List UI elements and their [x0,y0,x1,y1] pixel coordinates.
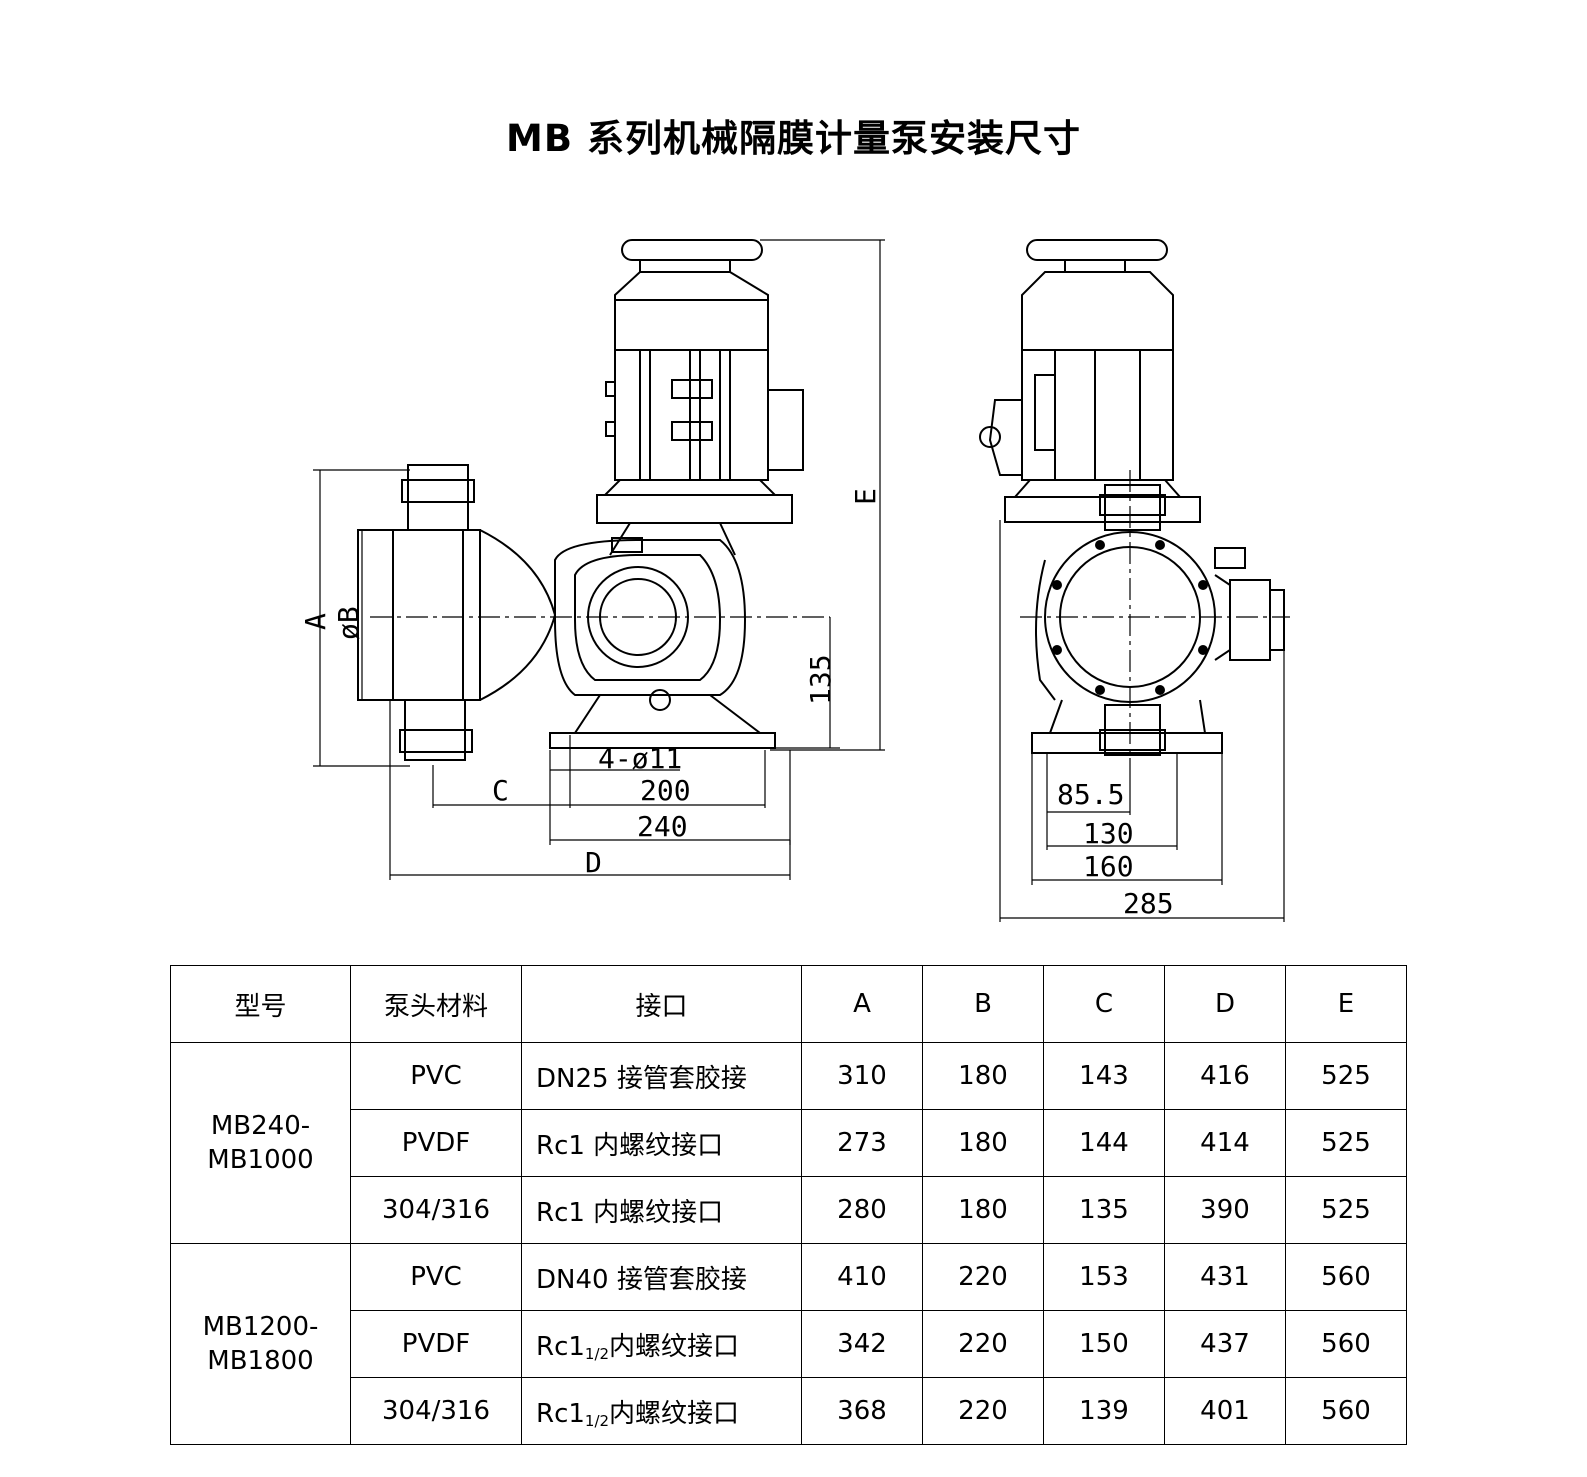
value-c: 135 [1043,1176,1165,1244]
dimension-spec-table: 型号 泵头材料 接口 A B C D E MB240-MB1000 PVC DN… [170,965,1407,1445]
front-view-motor [596,239,804,524]
port-cell: DN40 接管套胶接 [521,1243,802,1311]
dim-label-135: 135 [804,654,837,705]
header-model: 型号 [170,965,351,1043]
header-material: 泵头材料 [350,965,522,1043]
port-cell: Rc1 内螺纹接口 [521,1176,802,1244]
dim-label-a: A [299,613,332,630]
value-b: 220 [922,1243,1044,1311]
value-b: 180 [922,1042,1044,1110]
header-a: A [801,965,923,1043]
material-cell: 304/316 [350,1176,522,1244]
model-cell: MB240-MB1000 [170,1042,351,1244]
table-row: MB1200-MB1800 PVC DN40 接管套胶接 410 220 153… [170,1243,1407,1445]
dim-label-e: E [849,488,882,505]
model-cell: MB1200-MB1800 [170,1243,351,1445]
side-view-dimensions [999,470,1290,922]
value-a: 342 [801,1310,923,1378]
header-port: 接口 [521,965,802,1043]
value-c: 139 [1043,1377,1165,1445]
header-d: D [1164,965,1286,1043]
dim-label-200: 200 [640,774,691,807]
port-cell: Rc1 内螺纹接口 [521,1109,802,1177]
value-d: 401 [1164,1377,1286,1445]
value-e: 560 [1285,1310,1407,1378]
header-e: E [1285,965,1407,1043]
front-view-dimensions [313,239,885,880]
value-d: 431 [1164,1243,1286,1311]
table-row: 304/316 Rc1 内螺纹接口 280 180 135 390 525 [171,1176,1407,1244]
dim-label-130: 130 [1083,817,1134,850]
value-d: 414 [1164,1109,1286,1177]
dim-label-160: 160 [1083,850,1134,883]
dim-label-285: 285 [1123,887,1174,920]
material-cell: PVC [350,1243,522,1311]
value-a: 273 [801,1109,923,1177]
dim-label-holes: 4-ø11 [598,742,682,775]
value-c: 144 [1043,1109,1165,1177]
table-row: PVDF Rc1 内螺纹接口 273 180 144 414 525 [171,1109,1407,1177]
value-e: 560 [1285,1377,1407,1445]
side-view-pump-head [1031,484,1285,756]
value-d: 416 [1164,1042,1286,1110]
value-b: 220 [922,1310,1044,1378]
side-view-motor [979,239,1201,523]
material-cell: PVDF [350,1109,522,1177]
header-b: B [922,965,1044,1043]
dim-label-b: øB [332,606,365,640]
port-cell: DN25 接管套胶接 [521,1042,802,1110]
port-cell: Rc11/2内螺纹接口 [521,1310,802,1378]
dim-label-240: 240 [637,810,688,843]
material-cell: 304/316 [350,1377,522,1445]
value-a: 310 [801,1042,923,1110]
value-a: 280 [801,1176,923,1244]
value-a: 368 [801,1377,923,1445]
value-b: 180 [922,1109,1044,1177]
front-view-pump-head [357,464,776,761]
page-title: MB 系列机械隔膜计量泵安装尺寸 [506,117,1081,160]
dim-label-85-5: 85.5 [1057,778,1124,811]
value-c: 150 [1043,1310,1165,1378]
value-c: 153 [1043,1243,1165,1311]
value-e: 560 [1285,1243,1407,1311]
table-row: PVDF Rc11/2内螺纹接口 342 220 150 437 560 [171,1310,1407,1378]
value-d: 390 [1164,1176,1286,1244]
port-cell: Rc11/2内螺纹接口 [521,1377,802,1445]
value-c: 143 [1043,1042,1165,1110]
material-cell: PVC [350,1042,522,1110]
table-header-row: 型号 泵头材料 接口 A B C D E [170,965,1407,1043]
value-e: 525 [1285,1176,1407,1244]
pump-installation-drawing: A øB 135 E 4-ø11 C 200 240 D 85.5 130 16… [299,239,1290,922]
value-b: 220 [922,1377,1044,1445]
header-c: C [1043,965,1165,1043]
value-b: 180 [922,1176,1044,1244]
value-e: 525 [1285,1042,1407,1110]
dim-label-d: D [585,846,602,879]
value-e: 525 [1285,1109,1407,1177]
dim-label-c: C [492,774,509,807]
table-row: 304/316 Rc11/2内螺纹接口 368 220 139 401 560 [171,1377,1407,1445]
value-a: 410 [801,1243,923,1311]
value-d: 437 [1164,1310,1286,1378]
material-cell: PVDF [350,1310,522,1378]
table-row: MB240-MB1000 PVC DN25 接管套胶接 310 180 143 … [170,1042,1407,1244]
